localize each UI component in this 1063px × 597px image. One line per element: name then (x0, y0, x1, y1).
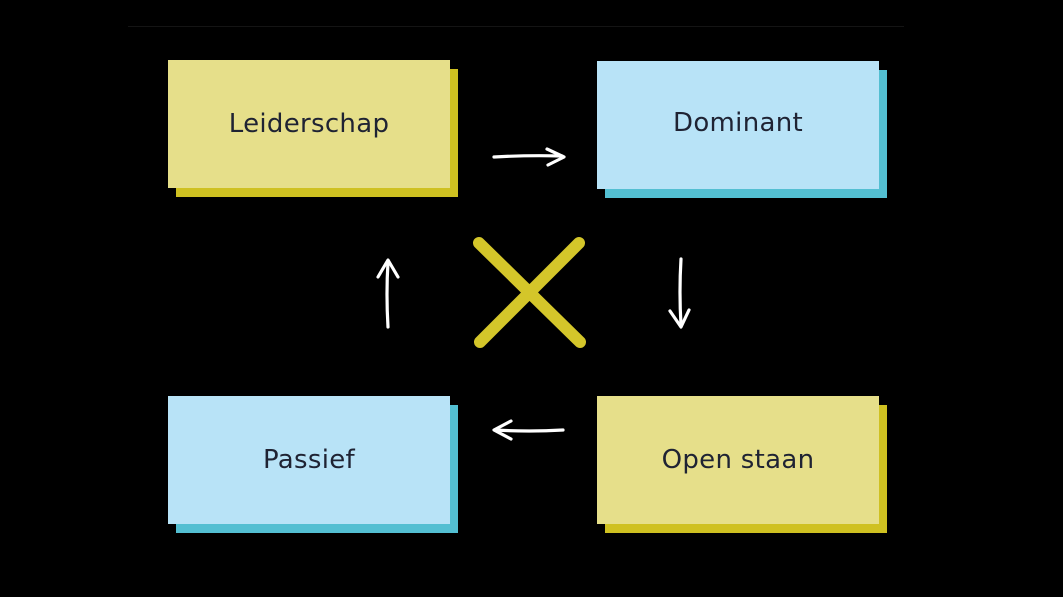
arrow-left-icon (492, 419, 565, 441)
card-leiderschap: Leiderschap (168, 60, 458, 197)
card-label-leiderschap: Leiderschap (168, 60, 450, 188)
card-passief: Passief (168, 396, 458, 533)
card-label-dominant: Dominant (597, 61, 879, 189)
card-dominant: Dominant (597, 61, 887, 198)
divider (128, 26, 904, 27)
card-open-staan: Open staan (597, 396, 887, 533)
card-label-passief: Passief (168, 396, 450, 524)
cross-icon (473, 237, 586, 348)
arrow-up-icon (376, 258, 400, 329)
arrow-down-icon (668, 257, 691, 329)
card-label-open-staan: Open staan (597, 396, 879, 524)
arrow-right-icon (492, 147, 566, 167)
